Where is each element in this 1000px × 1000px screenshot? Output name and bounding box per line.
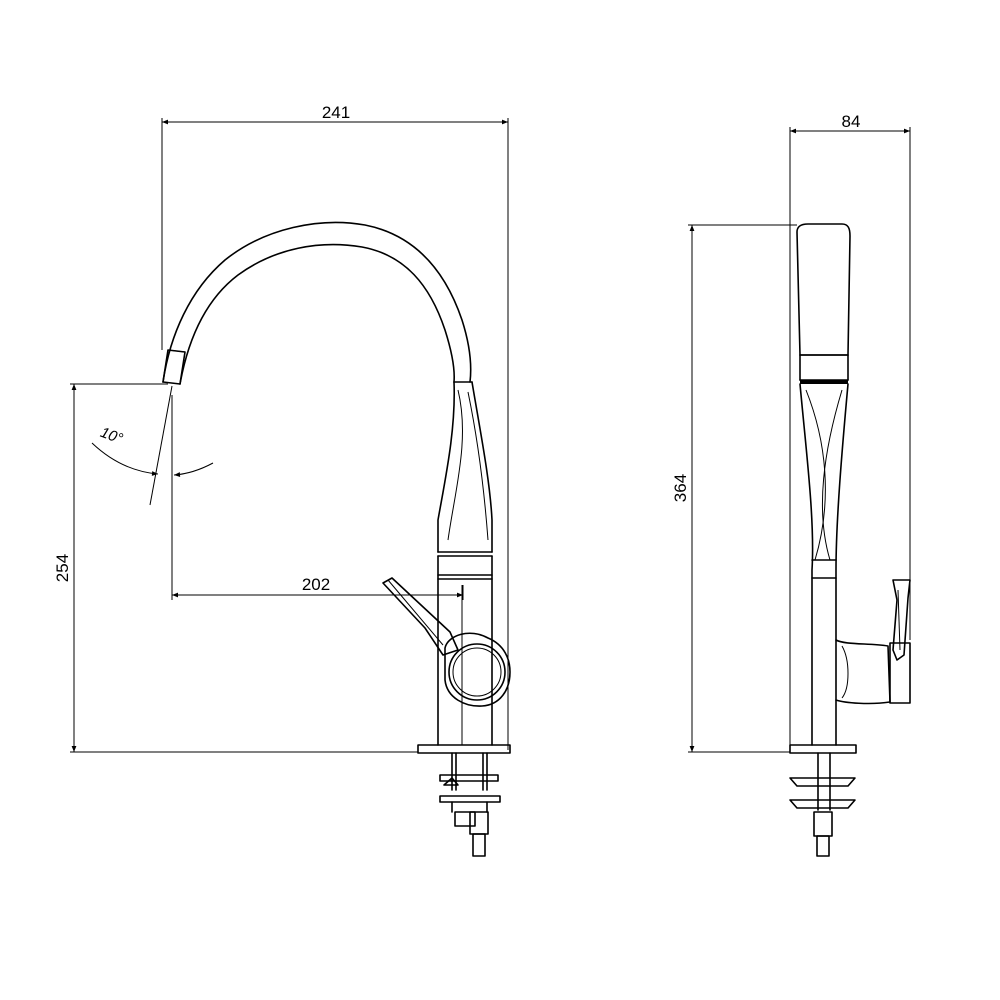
side-handle-cartridge (835, 639, 911, 705)
dimension-side-depth: 84 (789, 112, 911, 748)
handle-cartridge (444, 632, 511, 707)
mounting-hardware (439, 752, 501, 857)
faucet-body (437, 381, 493, 746)
handle-lever (382, 577, 459, 656)
dimension-overall-height: 364 (671, 224, 797, 753)
dimension-label-202: 202 (302, 575, 330, 594)
dimension-label-254: 254 (53, 554, 72, 582)
side-base-plate (789, 744, 857, 754)
spout (162, 221, 472, 385)
side-view: 84 364 (671, 112, 911, 857)
side-mounting-hardware (789, 752, 856, 857)
dimension-label-364: 364 (671, 474, 690, 502)
front-view: 241 202 254 10° (53, 103, 511, 857)
dimension-label-84: 84 (842, 112, 861, 131)
side-body (799, 383, 849, 746)
side-handle-lever (892, 579, 911, 661)
dimension-spout-height: 254 (53, 383, 418, 753)
dimension-label-10-degrees: 10° (98, 424, 125, 448)
dimension-spout-reach: 202 (171, 395, 464, 600)
side-spout-head (796, 223, 851, 384)
dimension-overall-width: 241 (161, 103, 509, 750)
dimension-spout-angle: 10° (91, 385, 214, 506)
dimension-label-241: 241 (322, 103, 350, 122)
base-plate (417, 744, 511, 754)
